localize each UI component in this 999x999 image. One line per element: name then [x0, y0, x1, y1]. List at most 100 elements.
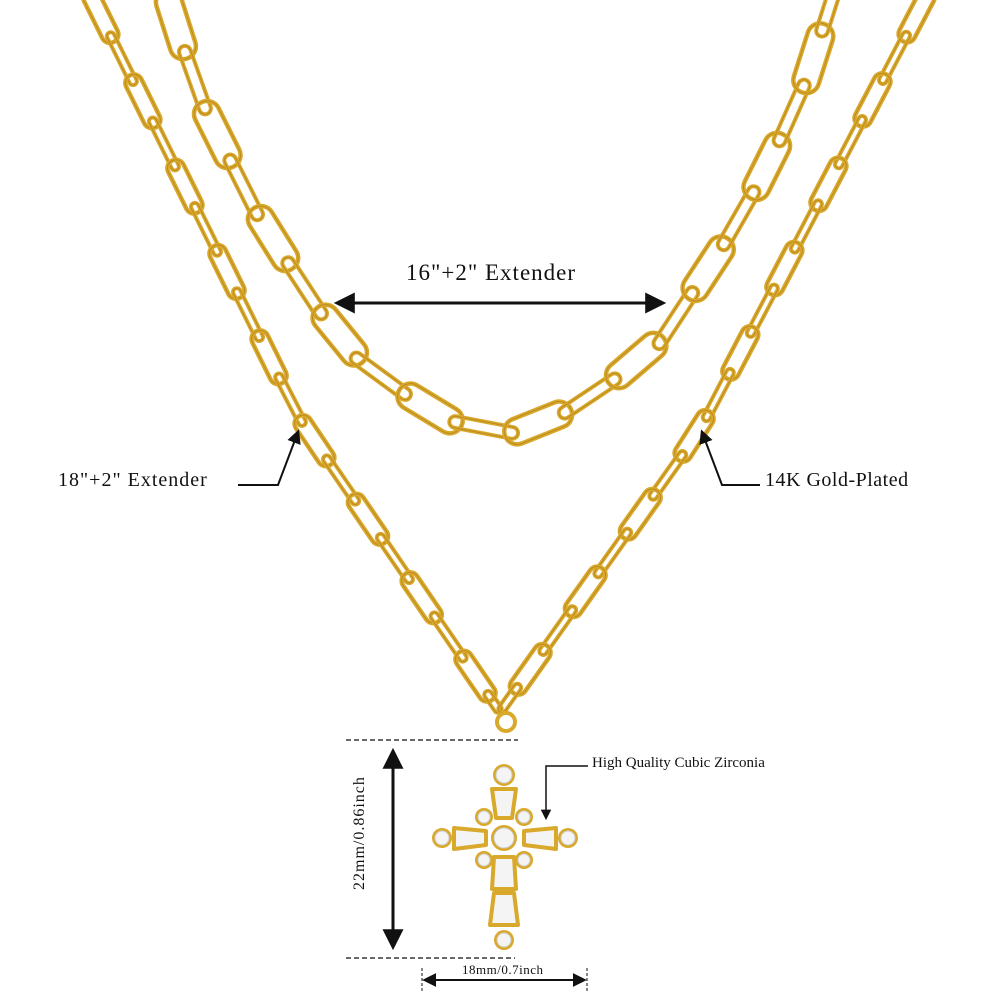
inner-chain-link-shade	[178, 45, 212, 115]
outer-chain-link-shade	[834, 115, 867, 169]
outer-chain-link-shade	[430, 611, 468, 663]
inner-chain-link-shade	[717, 185, 760, 251]
outer-chain-link-shade	[401, 571, 443, 624]
outer-chain-link	[189, 200, 223, 258]
inner-chain-link	[556, 371, 623, 421]
round-gem	[517, 853, 531, 867]
stone-pointer	[540, 765, 588, 821]
inner-chain-link-shade	[605, 332, 667, 389]
outer-chain-link-shade	[124, 73, 161, 129]
bail-ring	[495, 711, 517, 733]
outer-chain-link-shade	[208, 244, 246, 300]
outer-length-pointer	[238, 429, 301, 486]
inner-chain-link-shade	[223, 154, 264, 221]
outer-chain-link	[700, 366, 736, 424]
inner-chain-link-shade	[773, 79, 811, 147]
outer-chain-link-shade	[509, 643, 552, 696]
outer-chain-link-shade	[564, 566, 607, 618]
outer-chain-link-shade	[878, 31, 911, 85]
outer-chain-link-shade	[166, 159, 204, 215]
outer-chain-link-shade	[593, 528, 632, 578]
inner-chain-link-shade	[815, 0, 840, 38]
plating-label: 14K Gold-Plated	[765, 469, 909, 491]
inner-chain-link-shade	[281, 256, 328, 320]
baguette-gem	[490, 855, 518, 891]
inner-chain-link	[771, 77, 812, 149]
inner-chain-link-shade	[350, 352, 412, 401]
outer-chain-link-shade	[454, 650, 497, 703]
chains	[81, 0, 937, 715]
outer-chain-link-shade	[497, 683, 522, 714]
outer-chain-link-shade	[809, 157, 847, 212]
round-gem	[517, 810, 531, 824]
baguette-gem	[522, 826, 558, 851]
inner-chain-link-shade	[311, 304, 368, 367]
outer-chain-link	[877, 29, 913, 86]
outer-chain-link-shade	[106, 31, 138, 86]
outer-chain-link	[321, 453, 362, 507]
inner-chain-link-shade	[682, 235, 735, 302]
outer-chain-link-shade	[232, 287, 264, 342]
inner-chain-link	[222, 152, 266, 223]
inner-chain-link-shade	[155, 0, 197, 60]
outer-chain-link-shade	[347, 493, 389, 546]
outer-chain-link-shade	[148, 117, 180, 171]
round-gem	[493, 827, 515, 849]
cross-pendant	[432, 711, 578, 950]
inner-chain-link	[603, 330, 669, 391]
outer-chain-link-shade	[619, 488, 662, 540]
baguette-gem	[490, 787, 518, 820]
outer-chain-link-shade	[538, 605, 577, 656]
outer-chain-link-shade	[765, 241, 803, 296]
outer-chain-link	[537, 604, 579, 657]
outer-chain-link	[428, 610, 469, 664]
inner-chain-link	[310, 302, 370, 368]
inner-chain-link-shade	[193, 100, 242, 169]
inner-chain-link-shade	[247, 205, 299, 272]
pendant-height-label: 22mm/0.86inch	[351, 776, 368, 890]
outer-chain-link	[104, 30, 139, 88]
inner-chain-link-shade	[503, 401, 573, 445]
outer-chain-link-shade	[721, 325, 759, 381]
outer-chain-link-shade	[898, 0, 936, 43]
outer-chain-link-shade	[376, 533, 414, 584]
inner-chain-link-shade	[743, 132, 791, 201]
outer-chain-link-shade	[702, 368, 735, 422]
outer-chain-link	[744, 282, 780, 339]
inner-chain-link	[348, 350, 413, 402]
annotation-lines	[238, 292, 760, 992]
outer-chain-link-shade	[82, 0, 119, 44]
outer-chain-link-shade	[854, 72, 891, 128]
outer-chain-link-shade	[746, 284, 779, 338]
outer-chain-link	[231, 286, 265, 344]
baguette-gem	[488, 891, 520, 927]
round-gem	[495, 766, 513, 784]
round-gem	[477, 810, 491, 824]
outer-chain-link	[832, 114, 868, 171]
inner-length-label: 16"+2" Extender	[406, 260, 577, 285]
inner-chain-link-shade	[558, 372, 622, 420]
inner-chain-link	[715, 184, 762, 253]
inner-chain-link-shade	[653, 286, 699, 350]
outer-chain-link	[273, 371, 308, 428]
inner-chain-link	[280, 255, 330, 322]
outer-chain-link-shade	[790, 199, 823, 254]
round-gem	[496, 932, 512, 948]
round-gem	[434, 830, 450, 846]
inner-chain-link-shade	[448, 415, 519, 440]
inner-chain-link	[651, 285, 701, 352]
round-gem	[477, 853, 491, 867]
stone-label: High Quality Cubic Zirconia	[592, 755, 765, 771]
outer-chain-link-shade	[274, 372, 307, 427]
outer-chain-link-shade	[294, 414, 335, 467]
outer-chain-link-shade	[648, 450, 687, 501]
outer-chain-link-shade	[190, 202, 222, 257]
plating-pointer	[699, 429, 760, 486]
outer-chain-link	[146, 115, 181, 173]
outer-chain-link-shade	[251, 329, 288, 385]
outer-chain-link-shade	[322, 454, 360, 506]
round-gem	[560, 830, 576, 846]
outer-length-label: 18"+2" Extender	[58, 469, 208, 491]
